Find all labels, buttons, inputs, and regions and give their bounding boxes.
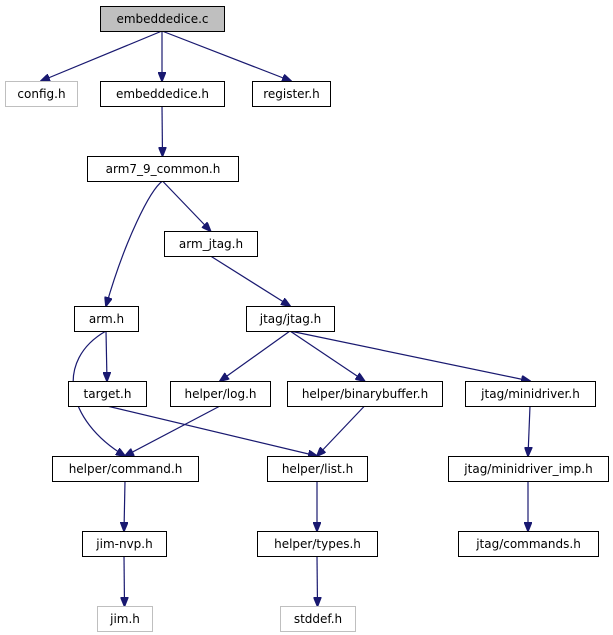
edge-arm7-9-common-h-to-arm-jtag-h xyxy=(162,180,211,231)
edge-jtag-jtag-h-to-jtag-minidriver-h xyxy=(289,330,530,381)
edges-layer xyxy=(41,30,530,606)
node-label: jtag/minidriver_imp.h xyxy=(463,462,592,476)
edge-target-h-to-helper-list-h xyxy=(106,405,317,456)
node-label: jtag/commands.h xyxy=(475,537,581,551)
edge-helper-command-h-to-jim-nvp-h xyxy=(124,480,125,531)
node-box xyxy=(68,381,147,407)
node-helper-log-h[interactable]: helper/log.h xyxy=(170,381,271,407)
node-box xyxy=(100,81,225,107)
node-jim-nvp-h[interactable]: jim-nvp.h xyxy=(82,531,167,557)
node-arm7-9-common-h[interactable]: arm7_9_common.h xyxy=(87,156,239,182)
edge-helper-types-h-to-stddef-h xyxy=(317,555,318,606)
node-label: stddef.h xyxy=(294,612,342,626)
edge-helper-log-h-to-helper-command-h xyxy=(125,405,221,456)
node-label: arm.h xyxy=(89,312,124,326)
edge-embeddedice-c-to-register-h xyxy=(161,30,291,81)
edge-jtag-minidriver-h-to-jtag-minidriver-imp-h xyxy=(528,405,530,456)
node-label: target.h xyxy=(84,387,132,401)
node-jtag-minidriver-imp-h[interactable]: jtag/minidriver_imp.h xyxy=(448,456,609,482)
node-helper-types-h[interactable]: helper/types.h xyxy=(257,531,378,557)
node-box xyxy=(448,456,609,482)
node-label: jim-nvp.h xyxy=(95,537,152,551)
node-label: config.h xyxy=(17,87,65,101)
node-label: helper/list.h xyxy=(282,462,353,476)
node-label: helper/binarybuffer.h xyxy=(302,387,428,401)
edge-jim-nvp-h-to-jim-h xyxy=(124,555,125,606)
node-box xyxy=(170,381,271,407)
node-label: jim.h xyxy=(109,612,140,626)
node-box xyxy=(97,606,153,632)
node-helper-list-h[interactable]: helper/list.h xyxy=(267,456,368,482)
edge-arm-h-to-target-h xyxy=(106,330,107,381)
node-box xyxy=(287,381,443,407)
node-jtag-jtag-h[interactable]: jtag/jtag.h xyxy=(246,306,335,332)
node-label: helper/log.h xyxy=(184,387,256,401)
node-jtag-minidriver-h[interactable]: jtag/minidriver.h xyxy=(465,381,596,407)
node-box xyxy=(87,156,239,182)
node-box xyxy=(465,381,596,407)
node-label: helper/types.h xyxy=(274,537,361,551)
node-register-h[interactable]: register.h xyxy=(252,81,331,107)
node-box xyxy=(267,456,368,482)
node-box xyxy=(280,606,356,632)
node-box xyxy=(257,531,378,557)
node-box xyxy=(52,456,199,482)
node-box xyxy=(252,81,331,107)
node-arm-h[interactable]: arm.h xyxy=(74,306,139,332)
node-helper-binarybuffer-h[interactable]: helper/binarybuffer.h xyxy=(287,381,443,407)
node-box xyxy=(458,531,599,557)
node-arm-jtag-h[interactable]: arm_jtag.h xyxy=(164,231,258,257)
node-label: jtag/jtag.h xyxy=(259,312,321,326)
node-embeddedice-h[interactable]: embeddedice.h xyxy=(100,81,225,107)
node-embeddedice-c: embeddedice.c xyxy=(100,6,225,32)
edge-helper-binarybuffer-h-to-helper-list-h xyxy=(317,405,365,456)
node-label: arm7_9_common.h xyxy=(106,162,221,176)
edge-embeddedice-c-to-config-h xyxy=(41,30,163,81)
edge-arm-jtag-h-to-jtag-jtag-h xyxy=(210,255,291,306)
node-box xyxy=(74,306,139,332)
edge-jtag-jtag-h-to-helper-log-h xyxy=(220,330,291,381)
node-config-h[interactable]: config.h xyxy=(5,81,78,107)
edge-jtag-jtag-h-to-helper-binarybuffer-h xyxy=(289,330,365,381)
node-box xyxy=(100,6,225,32)
node-target-h[interactable]: target.h xyxy=(68,381,147,407)
edge-arm7-9-common-h-to-arm-h xyxy=(106,180,163,306)
node-jim-h[interactable]: jim.h xyxy=(97,606,153,632)
node-label: arm_jtag.h xyxy=(179,237,243,251)
node-helper-command-h[interactable]: helper/command.h xyxy=(52,456,199,482)
node-box xyxy=(82,531,167,557)
node-jtag-commands-h[interactable]: jtag/commands.h xyxy=(458,531,599,557)
node-label: embeddedice.h xyxy=(116,87,209,101)
node-label: embeddedice.c xyxy=(116,12,208,26)
node-box xyxy=(164,231,258,257)
node-box xyxy=(5,81,78,107)
node-label: jtag/minidriver.h xyxy=(480,387,580,401)
node-box xyxy=(246,306,335,332)
node-label: register.h xyxy=(263,87,320,101)
node-stddef-h[interactable]: stddef.h xyxy=(280,606,356,632)
edge-embeddedice-h-to-arm7-9-common-h xyxy=(162,105,163,156)
nodes-layer: embeddedice.c config.h embeddedice.h regist… xyxy=(5,6,609,632)
node-label: helper/command.h xyxy=(69,462,183,476)
